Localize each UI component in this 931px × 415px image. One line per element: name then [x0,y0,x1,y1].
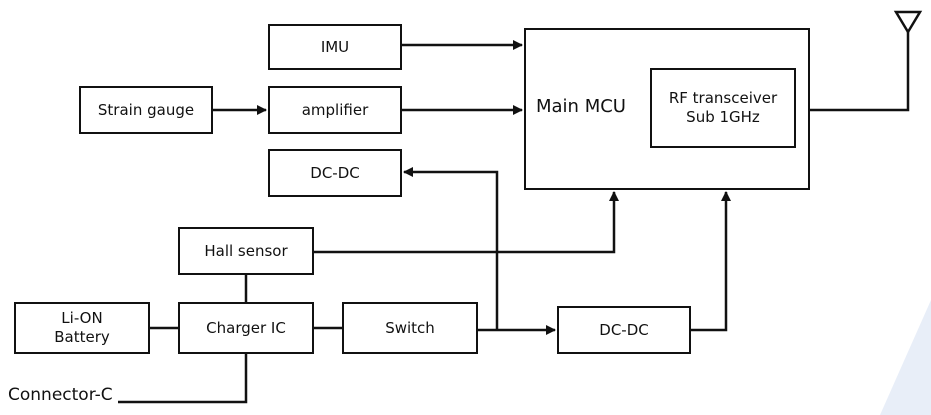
dcdc-top-block: DC-DC [268,149,402,197]
connector-charger-line [118,354,248,404]
switch-to-dcdc-top-arrow [403,167,499,330]
mcu-to-antenna-line [810,30,910,112]
main-mcu-label: Main MCU [536,96,626,117]
hall-sensor-block: Hall sensor [178,227,314,275]
amplifier-block: amplifier [268,86,402,134]
rf-transceiver-block: RF transceiver Sub 1GHz [650,68,796,148]
hall-to-mcu-arrow [314,191,619,254]
imu-block: IMU [268,24,402,70]
dcdc-bottom-block: DC-DC [557,306,691,354]
switch-block: Switch [342,302,478,354]
charger-ic-block: Charger IC [178,302,314,354]
antenna-icon [893,10,923,35]
battery-block: Li-ON Battery [14,302,150,354]
connector-c-label: Connector-C [8,385,113,405]
strain-gauge-block: Strain gauge [79,86,213,134]
dcdc-to-mcu-arrow [691,191,731,332]
